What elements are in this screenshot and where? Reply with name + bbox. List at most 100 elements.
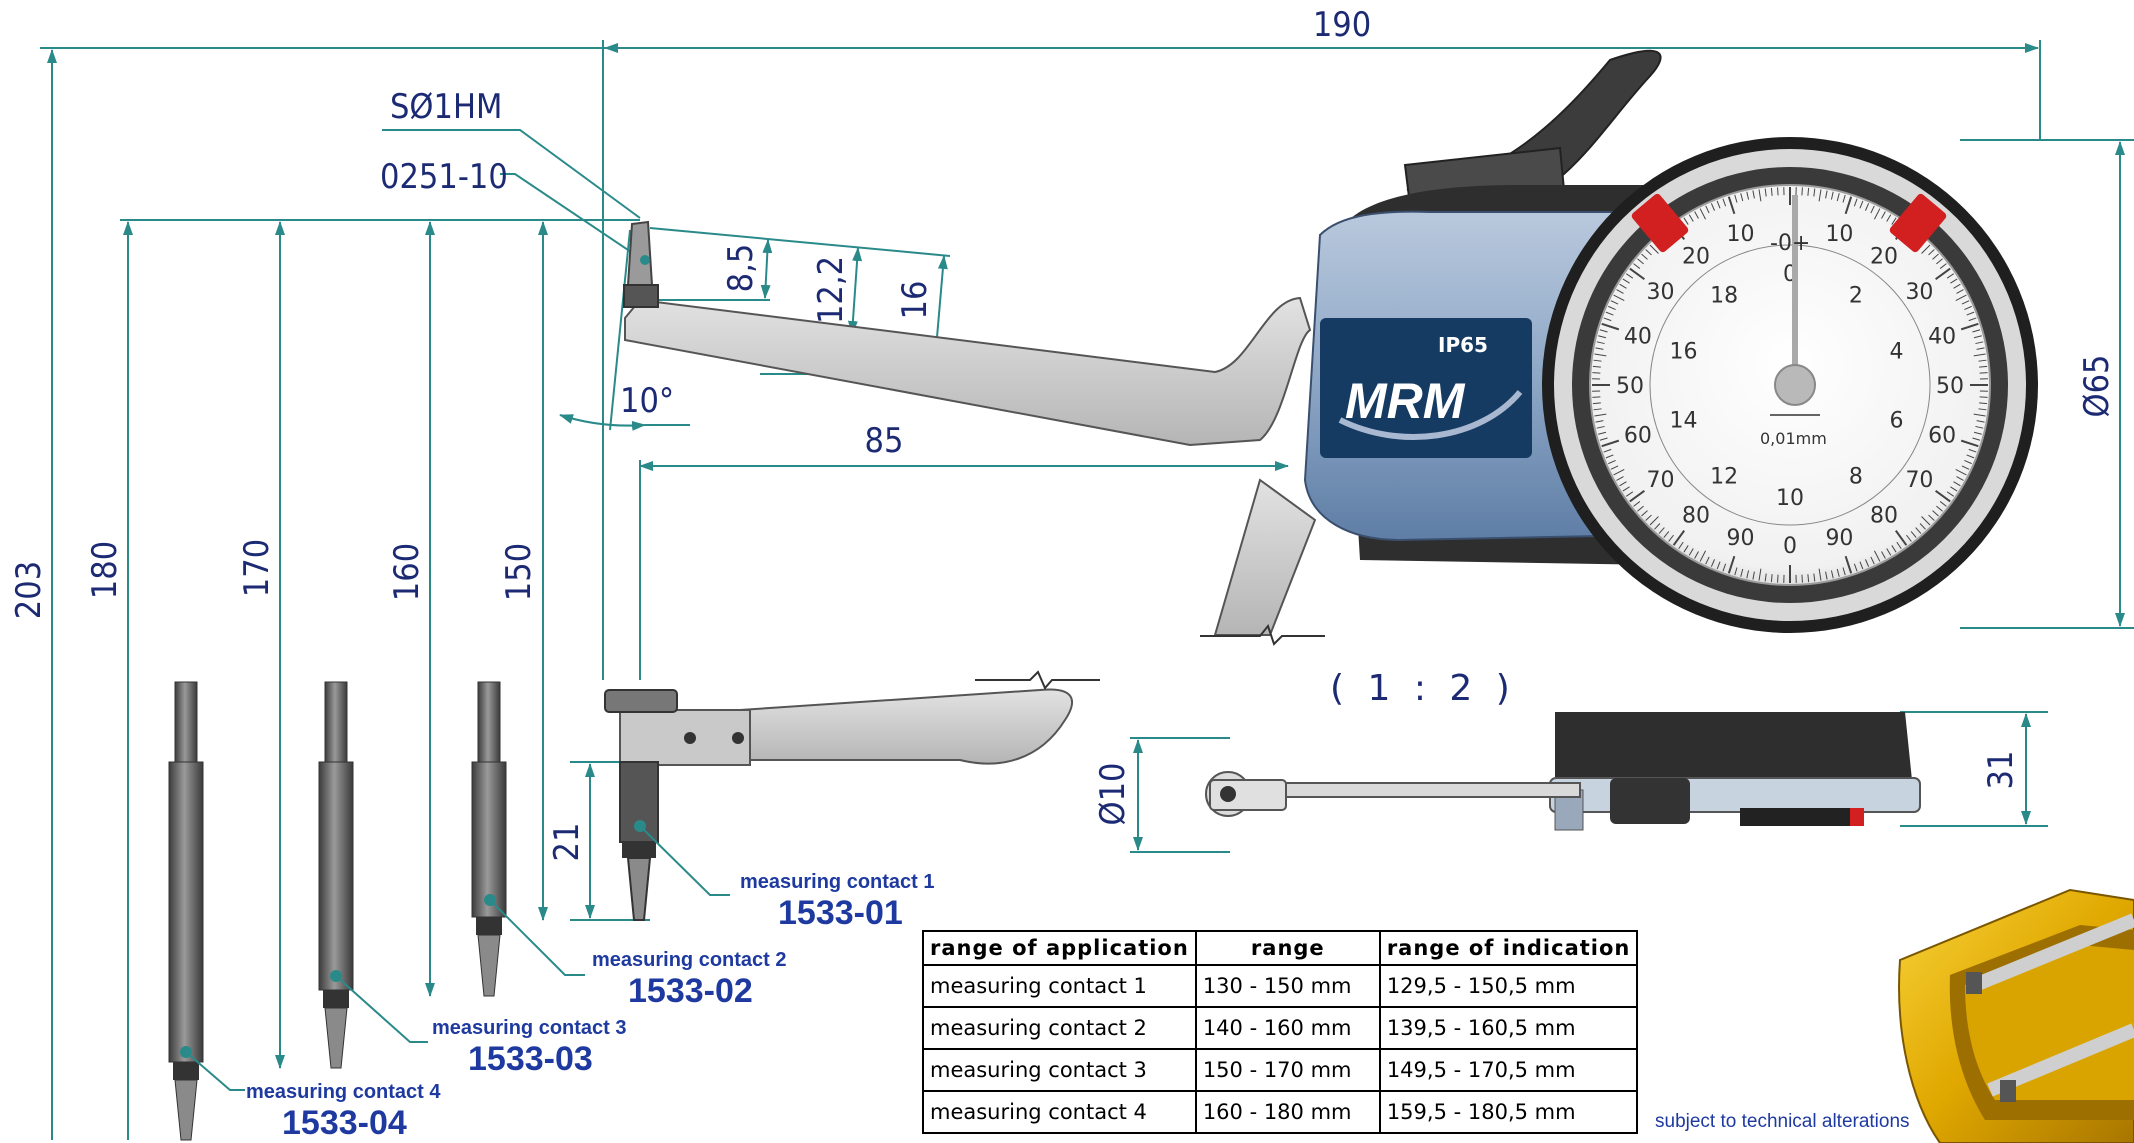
dim-8-5: 8,5	[721, 244, 761, 293]
dial-tick	[1910, 531, 1917, 538]
dial-tick	[1654, 523, 1661, 530]
dim-21: 21	[547, 823, 587, 862]
upper-jaw	[624, 296, 1312, 447]
dial-tick	[1891, 217, 1897, 225]
dial-tick	[1601, 322, 1620, 331]
dial-tick	[1641, 510, 1648, 517]
dial-outer-number: 70	[1905, 468, 1933, 493]
dial-tick	[1906, 534, 1912, 542]
dial-tick	[1616, 289, 1624, 294]
dial-tick	[1770, 187, 1773, 196]
dial-tick	[1688, 214, 1694, 222]
dial-tick	[1870, 556, 1875, 565]
dial-tick	[1722, 563, 1727, 572]
dial-tick	[1928, 249, 1935, 256]
dial-tick	[1935, 489, 1951, 503]
dim-190: 190	[1313, 5, 1371, 45]
dial-tick	[1979, 365, 1988, 368]
dial-outer-number: 30	[1905, 280, 1933, 305]
dial-tick	[1592, 372, 1601, 374]
dial-tick	[1844, 196, 1853, 215]
table-header-row: range of application range range of indi…	[922, 930, 1639, 966]
dial-tick	[1622, 278, 1630, 284]
dial-outer-number: 50	[1616, 374, 1644, 399]
table-cell: measuring contact 1	[922, 964, 1197, 1008]
dial-tick	[1813, 188, 1816, 197]
dial-tick	[1663, 531, 1670, 538]
dial-tick	[1688, 548, 1694, 556]
dial-tick	[1619, 481, 1627, 487]
dial-tick	[1645, 249, 1652, 256]
dial-inner-number: 18	[1710, 283, 1738, 308]
limit-marker-right	[1889, 193, 1947, 253]
dial-tick	[1864, 559, 1870, 567]
dial-tick	[1740, 193, 1744, 202]
dial-tick	[1956, 289, 1964, 294]
callout-tip-material: SØ1HM	[390, 87, 502, 127]
dial-tick	[1979, 402, 1988, 405]
dial-tick	[1764, 573, 1767, 582]
dial-tick	[1950, 278, 1958, 284]
contact-4-code: 1533-04	[282, 1104, 407, 1142]
dial-outer-number: 20	[1682, 245, 1710, 270]
dial-tick	[1616, 476, 1624, 481]
dial-tick	[1966, 454, 1975, 459]
dim-65: Ø65	[2077, 355, 2117, 418]
table-cell: 130 - 150 mm	[1194, 964, 1381, 1008]
table-cell: 160 - 180 mm	[1194, 1090, 1381, 1134]
table-cell: measuring contact 3	[922, 1048, 1197, 1092]
contact-labels: measuring contact 1 1533-01 measuring co…	[246, 871, 935, 1142]
dial-tick	[1818, 189, 1822, 202]
dial-tick	[1603, 448, 1612, 453]
dial-tick	[1641, 253, 1648, 260]
dial-tick	[1953, 283, 1961, 289]
dial-tick	[1777, 187, 1779, 196]
dial-tick	[1672, 530, 1686, 546]
dial-tick	[1891, 545, 1897, 553]
dial-tick	[1613, 294, 1625, 302]
contact-rod-2	[471, 681, 585, 997]
contact-3-code: 1533-03	[468, 1040, 593, 1078]
dial-tick	[1637, 505, 1644, 512]
table-cell: 159,5 - 180,5 mm	[1378, 1090, 1639, 1134]
dim-16: 16	[895, 281, 935, 320]
dial-inner-number: 4	[1890, 339, 1904, 364]
dial-tick	[1844, 555, 1853, 574]
dial-tick	[1633, 263, 1641, 269]
dial-tick	[1699, 208, 1707, 220]
contact-1-label: measuring contact 1	[740, 871, 935, 893]
dial-tick	[1973, 353, 1986, 357]
dimension-labels: 190 203 180 170 160 150 21 Ø65 85 8,5 12…	[9, 5, 2117, 861]
dial-tick	[1801, 187, 1803, 196]
dial-tick	[1610, 300, 1619, 305]
dial-tick	[1975, 341, 1984, 345]
dial-tick	[1921, 516, 1931, 526]
caliper-profile-view	[1205, 712, 1921, 831]
dial-tick	[1946, 273, 1955, 279]
dial-tick	[1968, 317, 1977, 322]
dial-tick	[1936, 505, 1943, 512]
table-header: range of indication	[1378, 930, 1639, 966]
dial-tick	[1598, 335, 1607, 339]
dial-tick	[1813, 573, 1816, 582]
dial-tick	[1625, 273, 1634, 279]
table-header: range	[1194, 930, 1381, 966]
dial-tick	[1610, 465, 1619, 470]
dial-outer-number: 40	[1624, 325, 1652, 350]
dial-outer-number: 80	[1682, 503, 1710, 528]
dial-tick	[1683, 217, 1689, 225]
dial-outer-number: 80	[1870, 503, 1898, 528]
dial-outer-number: 90	[1727, 526, 1755, 551]
dial-tick	[1705, 556, 1710, 565]
dial-tick	[1705, 205, 1710, 214]
dial-tick	[1830, 570, 1834, 579]
dial-tick	[1716, 561, 1721, 570]
dim-angle: 10°	[620, 381, 674, 421]
scale-indicator: ( 1 : 2 )	[1330, 668, 1516, 709]
table-cell: 129,5 - 150,5 mm	[1378, 964, 1639, 1008]
dial-tick	[1777, 574, 1779, 583]
dial-inner-number: 16	[1669, 339, 1697, 364]
dial-tick	[1595, 347, 1604, 350]
table-row: measuring contact 1 130 - 150 mm 129,5 -…	[922, 964, 1639, 1008]
